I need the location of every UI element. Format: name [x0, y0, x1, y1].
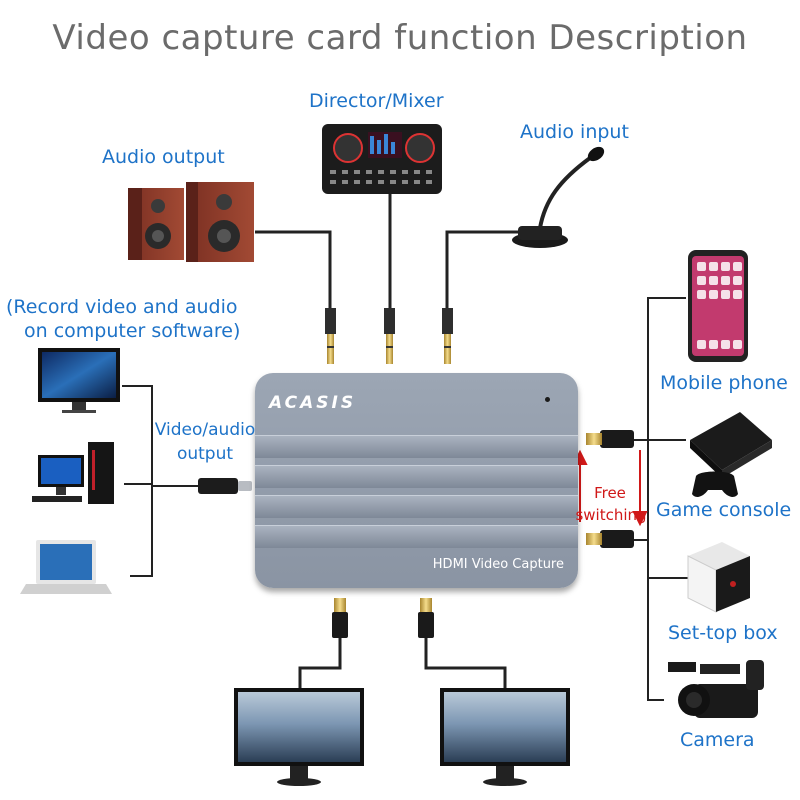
jack-audio-input [442, 308, 453, 364]
page-title: Video capture card function Description [52, 18, 748, 58]
label-record-line2: on computer software) [24, 320, 241, 342]
computer-monitor-image [38, 348, 120, 413]
laptop-image [20, 540, 112, 594]
device-fin [255, 525, 578, 548]
label-free-switching-line2: switching [575, 506, 647, 524]
hdmi-plug-monitor-right [418, 598, 434, 638]
mobile-phone-image [688, 250, 748, 362]
usb-c-connector [198, 478, 252, 494]
device-led [545, 397, 550, 402]
label-director-mixer: Director/Mixer [309, 90, 444, 112]
hdmi-plug-top [586, 430, 634, 448]
audio-jacks [325, 308, 453, 364]
device-model-text: HDMI Video Capture [432, 557, 564, 572]
mic-cable [445, 230, 520, 310]
mixer-image [322, 124, 442, 194]
label-mobile-phone: Mobile phone [660, 372, 788, 394]
label-audio-output: Audio output [102, 146, 225, 168]
bottom-hdmi-cables [298, 636, 507, 690]
device-fin [255, 495, 578, 518]
desktop-pc-image [32, 442, 114, 504]
label-camera: Camera [680, 729, 755, 751]
mixer-cable [383, 190, 392, 310]
label-record-line1: (Record video and audio [6, 296, 238, 318]
computer-bracket [122, 385, 205, 577]
set-top-box-image [687, 542, 750, 613]
monitor-left-image [234, 688, 364, 786]
label-free-switching-line1: Free [594, 484, 626, 502]
label-game-console: Game console [656, 499, 792, 521]
label-set-top-box: Set-top box [668, 622, 778, 644]
microphone-image [512, 146, 605, 248]
device-fin [255, 465, 578, 488]
game-console-image [690, 412, 772, 497]
capture-card-device: ACASIS HDMI Video Capture [255, 373, 578, 588]
hdmi-plug-monitor-left [332, 598, 348, 638]
camera-image [668, 660, 764, 718]
source-bracket [632, 297, 690, 701]
speakers-image [128, 182, 254, 262]
speaker-cable [255, 230, 332, 310]
label-video-audio-line2: output [176, 444, 234, 464]
label-audio-input: Audio input [520, 121, 629, 143]
monitor-right-image [440, 688, 570, 786]
hdmi-plug-bottom [586, 530, 634, 548]
device-fin [255, 435, 578, 458]
device-brand: ACASIS [269, 393, 357, 413]
jack-audio-output [325, 308, 336, 364]
jack-mixer [384, 308, 395, 364]
label-video-audio-line1: Video/audio [154, 420, 256, 440]
